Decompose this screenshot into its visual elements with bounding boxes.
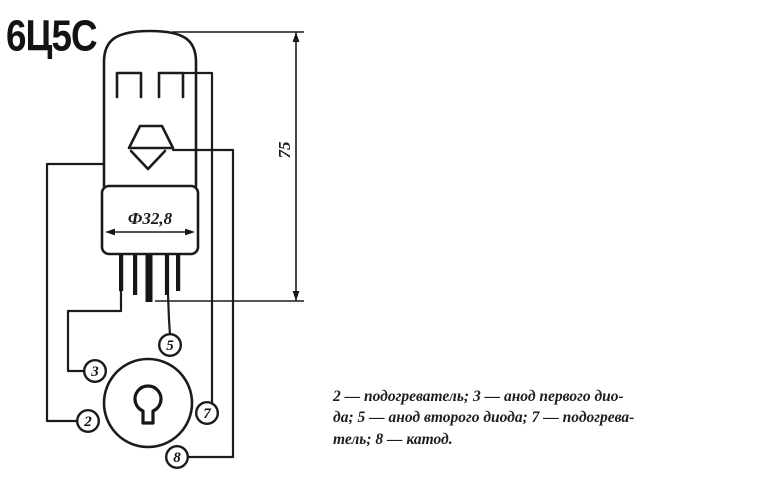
caption-line: да; 5 — анод второго диода; 7 — подогрев… — [333, 409, 635, 427]
tube-pin — [176, 254, 181, 291]
socket-pin-label: 7 — [203, 406, 211, 422]
height-dimension: 75 — [155, 31, 304, 302]
dim-arrow-right — [185, 228, 195, 236]
socket-outline — [102, 357, 194, 449]
socket-bottom-view: 5 3 2 7 8 — [75, 333, 219, 470]
tube-pins — [119, 254, 181, 302]
socket-pin-label: 2 — [83, 414, 92, 430]
tube-pin — [119, 254, 124, 291]
tube-drawing: Ф32,8 — [100, 29, 200, 302]
tube-envelope — [102, 29, 198, 188]
socket-pin-label: 3 — [90, 364, 99, 380]
socket-pin-circle — [194, 401, 219, 426]
socket-pin-5: 5 — [157, 333, 182, 358]
tube-pin — [164, 254, 170, 295]
socket-key — [133, 384, 163, 425]
caption-line: тель; 8 — катод. — [333, 430, 453, 448]
socket-pin-label: 8 — [173, 450, 181, 466]
diameter-dimension: Ф32,8 — [105, 209, 195, 236]
anode-electrode-right — [157, 71, 185, 99]
socket-pin-circle — [75, 409, 100, 434]
tube-pin — [133, 254, 138, 295]
mica-spacer — [127, 124, 175, 150]
diameter-label: Ф32,8 — [128, 209, 173, 228]
tube-key-pin — [145, 254, 153, 302]
socket-pin-7: 7 — [194, 401, 219, 426]
heater-filament — [129, 149, 167, 171]
socket-pin-circle — [164, 445, 189, 470]
dim-arrow-down — [292, 291, 300, 301]
wire-pin3 — [66, 289, 123, 373]
socket-pin-3: 3 — [82, 359, 107, 384]
anode-electrode-left — [115, 71, 143, 99]
wire-pin2 — [45, 162, 106, 423]
tube-designation: 6Ц5С — [6, 12, 98, 61]
wire-pin7 — [182, 71, 214, 405]
height-label: 75 — [275, 141, 294, 159]
caption-line: 2 — подогреватель; 3 — анод первого дио- — [333, 388, 624, 405]
socket-pin-circle — [82, 359, 107, 384]
socket-pin-8: 8 — [164, 445, 189, 470]
socket-pin-2: 2 — [75, 409, 100, 434]
dim-arrow-up — [292, 32, 300, 42]
socket-pin-label: 5 — [166, 338, 174, 354]
socket-pin-circle — [157, 333, 182, 358]
caption: 2 — подогреватель; 3 — анод первого дио-… — [333, 386, 778, 450]
connection-wires — [45, 71, 235, 459]
wire-pin5 — [166, 292, 172, 337]
dim-arrow-left — [105, 228, 115, 236]
wire-pin8 — [171, 148, 235, 459]
